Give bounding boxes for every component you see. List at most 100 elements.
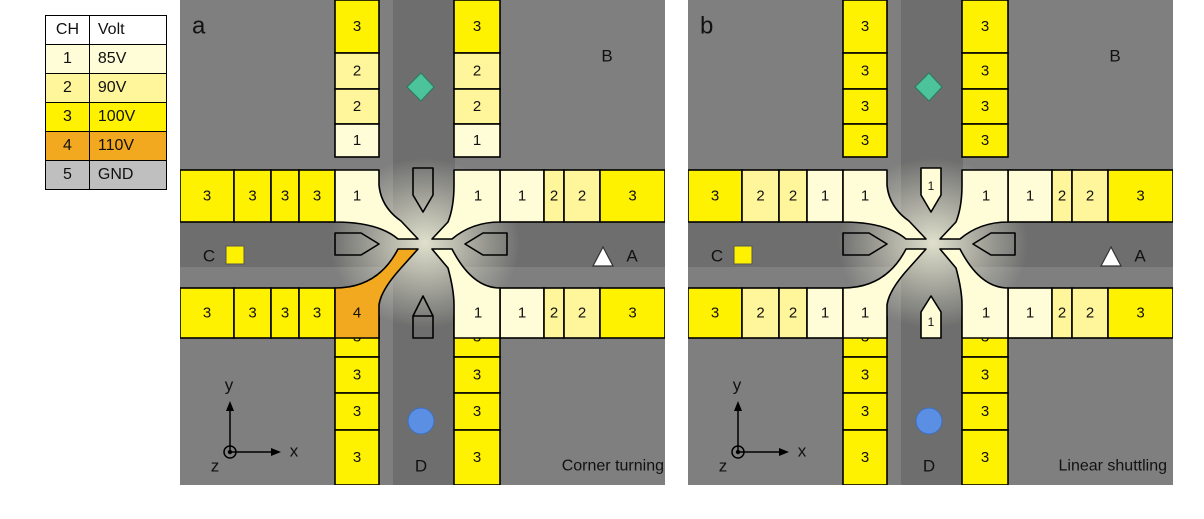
legend-ch: 5 [45, 160, 90, 190]
electrode-right-upper [1007, 169, 1053, 223]
electrode-left-lower-label: 3 [248, 305, 256, 322]
electrode-top-left [334, 0, 380, 54]
electrode-bottom-left [334, 392, 380, 431]
electrode-left-upper-label: 3 [281, 188, 289, 205]
electrode-top-left [334, 88, 380, 125]
legend-ch: 1 [45, 44, 90, 74]
electrode-top-right [961, 0, 1009, 54]
electrode-bottom-right-label: 3 [981, 367, 989, 384]
electrode-bottom-right-label: 3 [981, 403, 989, 420]
marker-c-label: C [203, 247, 215, 266]
legend-header-row: CH Volt [45, 15, 168, 45]
electrode-bottom-left-label: 3 [861, 449, 869, 466]
island-left [334, 232, 380, 256]
electrode-top-left-label: 1 [353, 132, 361, 149]
marker-a-triangle [592, 245, 614, 267]
marker-d-label: D [415, 457, 427, 476]
island-top [412, 167, 434, 213]
electrode-center-upper-right-label: 1 [474, 188, 482, 205]
legend-volt: 110V [88, 131, 168, 161]
island-top-label: 1 [928, 179, 935, 193]
electrode-bottom-right-label: 3 [473, 403, 481, 420]
legend-header-ch: CH [45, 15, 90, 45]
electrode-bottom-left-label: 3 [861, 367, 869, 384]
electrode-top-left-label: 3 [353, 18, 361, 35]
electrode-left-lower-label: 3 [203, 305, 211, 322]
panel-caption: Linear shuttling [1058, 458, 1167, 475]
legend-volt: 90V [88, 73, 168, 103]
marker-b-diamond [406, 72, 435, 102]
marker-c-square [225, 245, 245, 265]
electrode-left-upper-label: 2 [756, 188, 764, 205]
electrode-left-lower-label: 2 [789, 305, 797, 322]
marker-a-label: A [1134, 247, 1146, 266]
electrode-right-lower-label: 2 [1086, 305, 1094, 322]
electrode-right-upper-label: 3 [1136, 188, 1144, 205]
electrode-top-right-label: 3 [981, 18, 989, 35]
legend-row: 5 GND [45, 160, 168, 190]
legend-ch: 3 [45, 102, 90, 132]
island-top [920, 167, 942, 213]
electrode-bottom-right [453, 429, 501, 485]
x-axis-arrow [779, 448, 789, 456]
electrode-left-lower-label: 3 [711, 305, 719, 322]
island-bottom [920, 295, 942, 339]
electrode-top-right-label: 2 [473, 98, 481, 115]
legend-ch: 4 [45, 131, 90, 161]
electrode-left-lower-label: 2 [756, 305, 764, 322]
electrode-left-upper [233, 169, 272, 223]
electrode-top-right [453, 0, 501, 54]
z-axis-dot [735, 449, 741, 455]
z-axis-label: z [211, 457, 220, 476]
electrode-top-right [453, 123, 501, 158]
electrode-top-right-label: 2 [473, 63, 481, 80]
electrode-left-lower [270, 287, 300, 339]
legend-row: 3 100V [45, 102, 168, 132]
electrode-left-lower [806, 287, 844, 339]
z-axis-circle [223, 445, 237, 459]
marker-a-triangle [1100, 245, 1122, 267]
electrode-top-left [334, 123, 380, 158]
electrode-center-upper-left-label: 1 [861, 188, 869, 205]
electrode-bottom-left [842, 356, 888, 394]
electrode-bottom-left-label: 3 [353, 403, 361, 420]
panel-caption: Corner turning [562, 458, 664, 475]
legend-volt: GND [88, 160, 168, 190]
electrode-bottom-left [842, 429, 888, 485]
electrode-bottom-left [334, 429, 380, 485]
electrode-right-upper-label: 2 [578, 188, 586, 205]
electrode-right-lower [563, 287, 601, 339]
electrode-left-upper-label: 2 [789, 188, 797, 205]
panel-label: a [192, 13, 206, 40]
electrode-right-lower [599, 287, 665, 339]
electrode-bottom-right [961, 429, 1009, 485]
electrode-right-lower-label: 2 [1058, 305, 1066, 322]
electrode-center-upper-right-label: 1 [982, 188, 990, 205]
marker-b-diamond [914, 72, 943, 102]
legend-volt: 85V [88, 44, 168, 74]
electrode-top-right-label: 3 [981, 98, 989, 115]
electrode-left-lower-label: 1 [821, 305, 829, 322]
electrode-bottom-right-label: 3 [473, 449, 481, 466]
electrode-right-lower-label: 3 [628, 305, 636, 322]
electrode-top-right-label: 3 [473, 18, 481, 35]
electrode-right-lower-label: 1 [518, 305, 526, 322]
electrode-bottom-right-label: 3 [981, 449, 989, 466]
z-axis-dot [227, 449, 233, 455]
panel-corner-turning: 332222113333333333333333112222331141BACD… [180, 0, 665, 485]
electrode-left-upper-label: 3 [248, 188, 256, 205]
electrode-left-upper [270, 169, 300, 223]
electrode-bottom-left-label: 3 [353, 367, 361, 384]
electrode-right-upper [599, 169, 665, 223]
electrode-center-lower-right [431, 248, 501, 339]
electrode-right-upper-label: 2 [1058, 188, 1066, 205]
electrode-top-left [842, 123, 888, 158]
z-axis-label: z [719, 457, 728, 476]
electrode-top-right-label: 3 [981, 63, 989, 80]
panel-label: b [700, 13, 713, 40]
electrode-top-right [453, 88, 501, 125]
electrode-top-left-label: 3 [861, 18, 869, 35]
electrode-left-upper-label: 3 [313, 188, 321, 205]
marker-c-square [733, 245, 753, 265]
electrode-bottom-right [453, 356, 501, 394]
